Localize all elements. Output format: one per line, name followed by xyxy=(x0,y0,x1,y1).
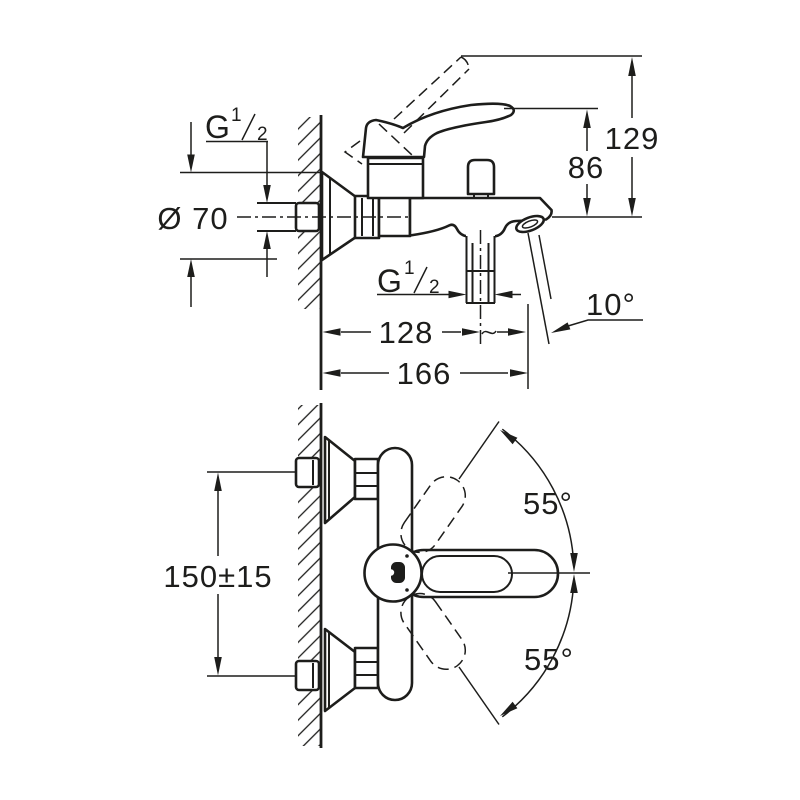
arrowhead xyxy=(263,231,271,249)
label-thread-top-G: G xyxy=(205,109,230,145)
arrowhead xyxy=(570,574,578,593)
label-thread-top-den: 2 xyxy=(257,124,268,145)
arrowhead xyxy=(583,198,591,217)
arrowhead xyxy=(448,290,467,299)
label-height-total: 129 xyxy=(605,121,660,156)
dashed-lever-base xyxy=(378,123,413,156)
spout-outlet xyxy=(514,214,546,234)
label-thread-outlet-den: 2 xyxy=(429,277,440,298)
label-thread-outlet-G: G xyxy=(377,263,402,299)
wall-section-bottom xyxy=(298,403,323,748)
dim-jog xyxy=(481,330,497,335)
dim-height-total: 129 xyxy=(461,55,660,217)
label-height-handle: 86 xyxy=(568,150,604,185)
wall-union-square-upper xyxy=(294,456,321,489)
hose-direction-line xyxy=(538,234,552,300)
angle-boundary-line xyxy=(458,421,500,480)
dim-thread-outlet: G 1 2 xyxy=(377,258,521,299)
arrowhead xyxy=(628,198,636,217)
dim-height-handle: 86 xyxy=(504,107,642,218)
handle-logo-notch xyxy=(387,569,395,576)
arrowhead xyxy=(187,259,195,277)
arrowhead xyxy=(551,322,571,333)
union-nut-lower xyxy=(353,646,380,690)
cap-dot xyxy=(405,554,409,558)
arrowhead xyxy=(570,553,578,572)
dashed-lever-edge xyxy=(393,56,462,120)
lever-handle-open-dashed xyxy=(343,56,470,165)
arrowhead xyxy=(583,109,591,128)
arrowhead xyxy=(214,472,222,491)
dim-depth-total: 166 xyxy=(322,356,528,391)
leader-line xyxy=(567,319,643,327)
wall-hatch-bottom xyxy=(298,405,321,746)
side-view: G 1 2 Ø 70 129 xyxy=(157,55,660,391)
front-view: 150±15 55° 55° xyxy=(163,403,590,748)
label-thread-outlet-num: 1 xyxy=(404,258,415,279)
hose-direction-line xyxy=(527,232,550,345)
arrowhead xyxy=(508,328,526,336)
dim-swing-angles: 55° 55° xyxy=(458,421,590,725)
arrowhead xyxy=(322,328,341,336)
fraction-slash xyxy=(241,113,256,141)
angle-boundary-line xyxy=(458,666,500,725)
label-thread-top-num: 1 xyxy=(231,105,242,126)
faucet-front-body xyxy=(294,435,560,713)
label-depth-total: 166 xyxy=(397,356,452,391)
lever-handle-closed xyxy=(361,102,516,159)
label-depth-outlet: 128 xyxy=(379,315,434,350)
fraction-slash xyxy=(413,266,428,294)
label-diameter-70: Ø 70 xyxy=(157,201,228,236)
label-swing-up: 55° xyxy=(523,486,573,521)
arrowhead xyxy=(628,57,636,76)
faucet-side-body xyxy=(237,56,553,344)
label-outlet-angle: 10° xyxy=(586,287,636,322)
arrowhead xyxy=(500,430,518,445)
arrowhead xyxy=(494,290,513,299)
escutcheon-cone xyxy=(320,170,358,262)
dim-connection-spacing: 150±15 xyxy=(163,471,296,677)
arrowhead xyxy=(263,185,271,203)
dim-escutcheon-diameter: Ø 70 xyxy=(157,122,320,307)
angle-arc-upper xyxy=(501,428,575,564)
dashed-lever-tip xyxy=(460,56,470,70)
label-swing-down: 55° xyxy=(524,642,574,677)
arrowhead xyxy=(214,657,222,676)
wall-section-top xyxy=(298,115,323,390)
arrowhead xyxy=(500,701,518,716)
label-connection-spacing: 150±15 xyxy=(163,559,272,594)
dim-outlet-angle: 10° xyxy=(497,232,643,389)
cap-dot xyxy=(405,588,409,592)
spout-outlet-inner xyxy=(521,219,539,229)
dashed-lever-edge xyxy=(403,68,470,134)
dashed-lever-base xyxy=(343,140,363,165)
angle-arc-lower xyxy=(501,582,575,718)
wall-union-square-lower xyxy=(294,659,321,692)
diverter-knob xyxy=(466,158,496,196)
arrowhead xyxy=(187,154,195,173)
union-nut-upper xyxy=(353,457,380,501)
dim-depth-outlet: 128 xyxy=(322,315,497,350)
handle-logo-mark xyxy=(391,562,405,583)
arrowhead xyxy=(462,328,480,336)
arrowhead xyxy=(510,369,528,377)
arrowhead xyxy=(322,369,341,377)
dim-thread-top: G 1 2 xyxy=(205,105,271,277)
